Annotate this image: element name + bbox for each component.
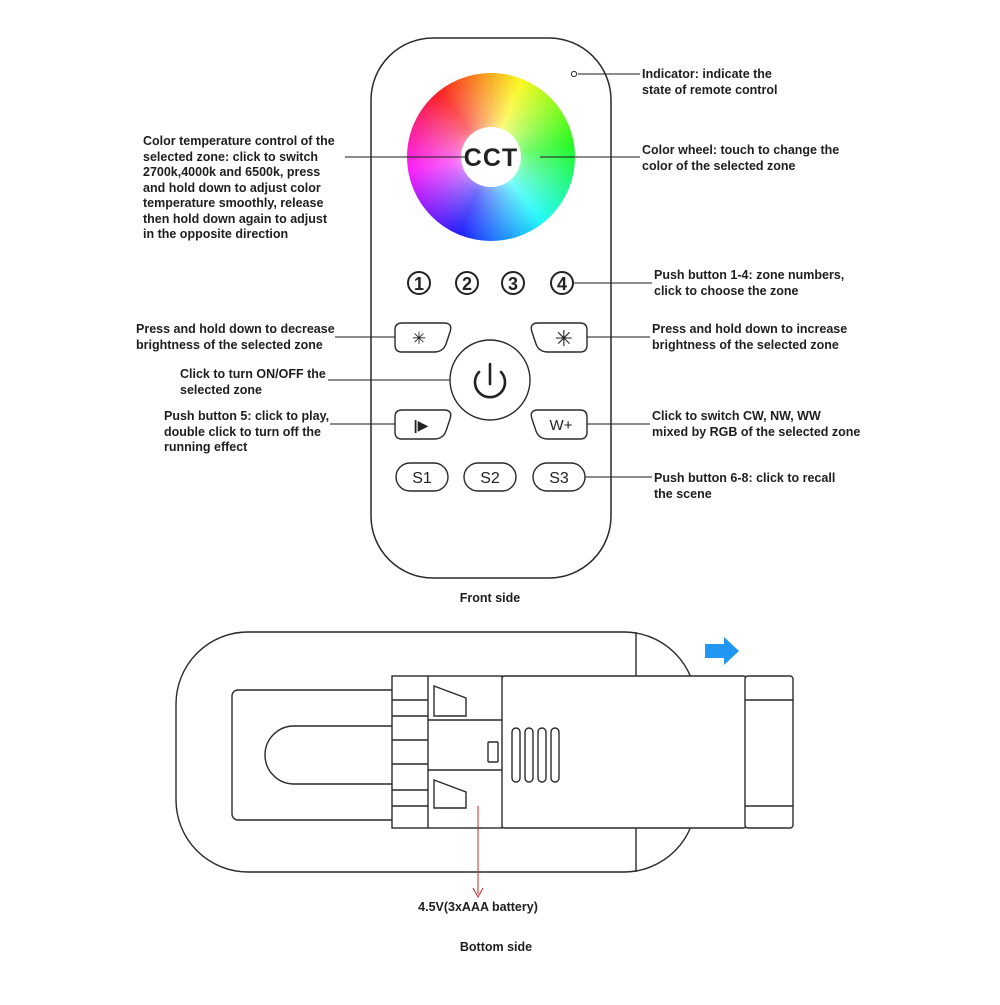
wplus-label: W+: [550, 417, 573, 434]
note-play: Push button 5: click to play, double cli…: [164, 409, 330, 454]
zone-label-4: 4: [557, 274, 567, 294]
zone-button-4[interactable]: 4: [550, 271, 574, 295]
scene-button-s3[interactable]: S3: [532, 462, 586, 492]
note-wplus: Click to switch CW, NW, WW mixed by RGB …: [652, 409, 861, 439]
zone-label-2: 2: [462, 274, 472, 294]
battery-label: 4.5V(3xAAA battery): [418, 900, 538, 914]
remote-front: CCT 1 2 3 4 ✳ ✳: [370, 37, 612, 579]
zone-button-2[interactable]: 2: [455, 271, 479, 295]
note-color-wheel: Color wheel: touch to change the color o…: [642, 143, 840, 173]
zone-label-1: 1: [414, 274, 424, 294]
scene-label-s1: S1: [412, 470, 432, 487]
brightness-down-icon: ✳: [412, 329, 426, 348]
brightness-down-button[interactable]: ✳: [394, 322, 452, 353]
brightness-up-button[interactable]: ✳: [530, 322, 588, 353]
scene-label-s3: S3: [549, 470, 569, 487]
cct-label: CCT: [464, 144, 518, 172]
caption-bottom: Bottom side: [459, 940, 533, 954]
note-cct: Color temperature control of the selecte…: [143, 134, 335, 241]
slide-direction-arrow-icon: [705, 637, 739, 665]
power-icon: [473, 362, 507, 399]
power-button[interactable]: [449, 339, 531, 421]
note-indicator: Indicator: indicate the state of remote …: [642, 67, 778, 97]
zone-button-3[interactable]: 3: [501, 271, 525, 295]
zone-button-1[interactable]: 1: [407, 271, 431, 295]
wplus-button[interactable]: W+: [530, 409, 588, 440]
note-brightness-down: Press and hold down to decrease brightne…: [136, 322, 335, 352]
note-power: Click to turn ON/OFF the selected zone: [180, 367, 326, 397]
note-scenes: Push button 6-8: click to recall the sce…: [654, 471, 836, 501]
battery-pointer: [472, 806, 484, 899]
leader-lines: [328, 73, 652, 478]
color-wheel[interactable]: CCT: [403, 69, 579, 245]
note-brightness-up: Press and hold down to increase brightne…: [652, 322, 848, 352]
play-icon: |▶: [414, 417, 429, 433]
play-button[interactable]: |▶: [394, 409, 452, 440]
scene-button-s2[interactable]: S2: [463, 462, 517, 492]
cct-button[interactable]: [461, 127, 521, 187]
zone-label-3: 3: [508, 274, 518, 294]
scene-label-s2: S2: [480, 470, 500, 487]
remote-bottom: [175, 631, 794, 873]
scene-button-s1[interactable]: S1: [395, 462, 449, 492]
battery-cover: [499, 675, 749, 829]
caption-front: Front side: [459, 591, 521, 605]
note-zones: Push button 1-4: zone numbers, click to …: [654, 268, 845, 298]
battery-cover-tab: [744, 675, 794, 829]
indicator-led: [570, 70, 578, 78]
brightness-up-icon: ✳: [555, 326, 573, 351]
